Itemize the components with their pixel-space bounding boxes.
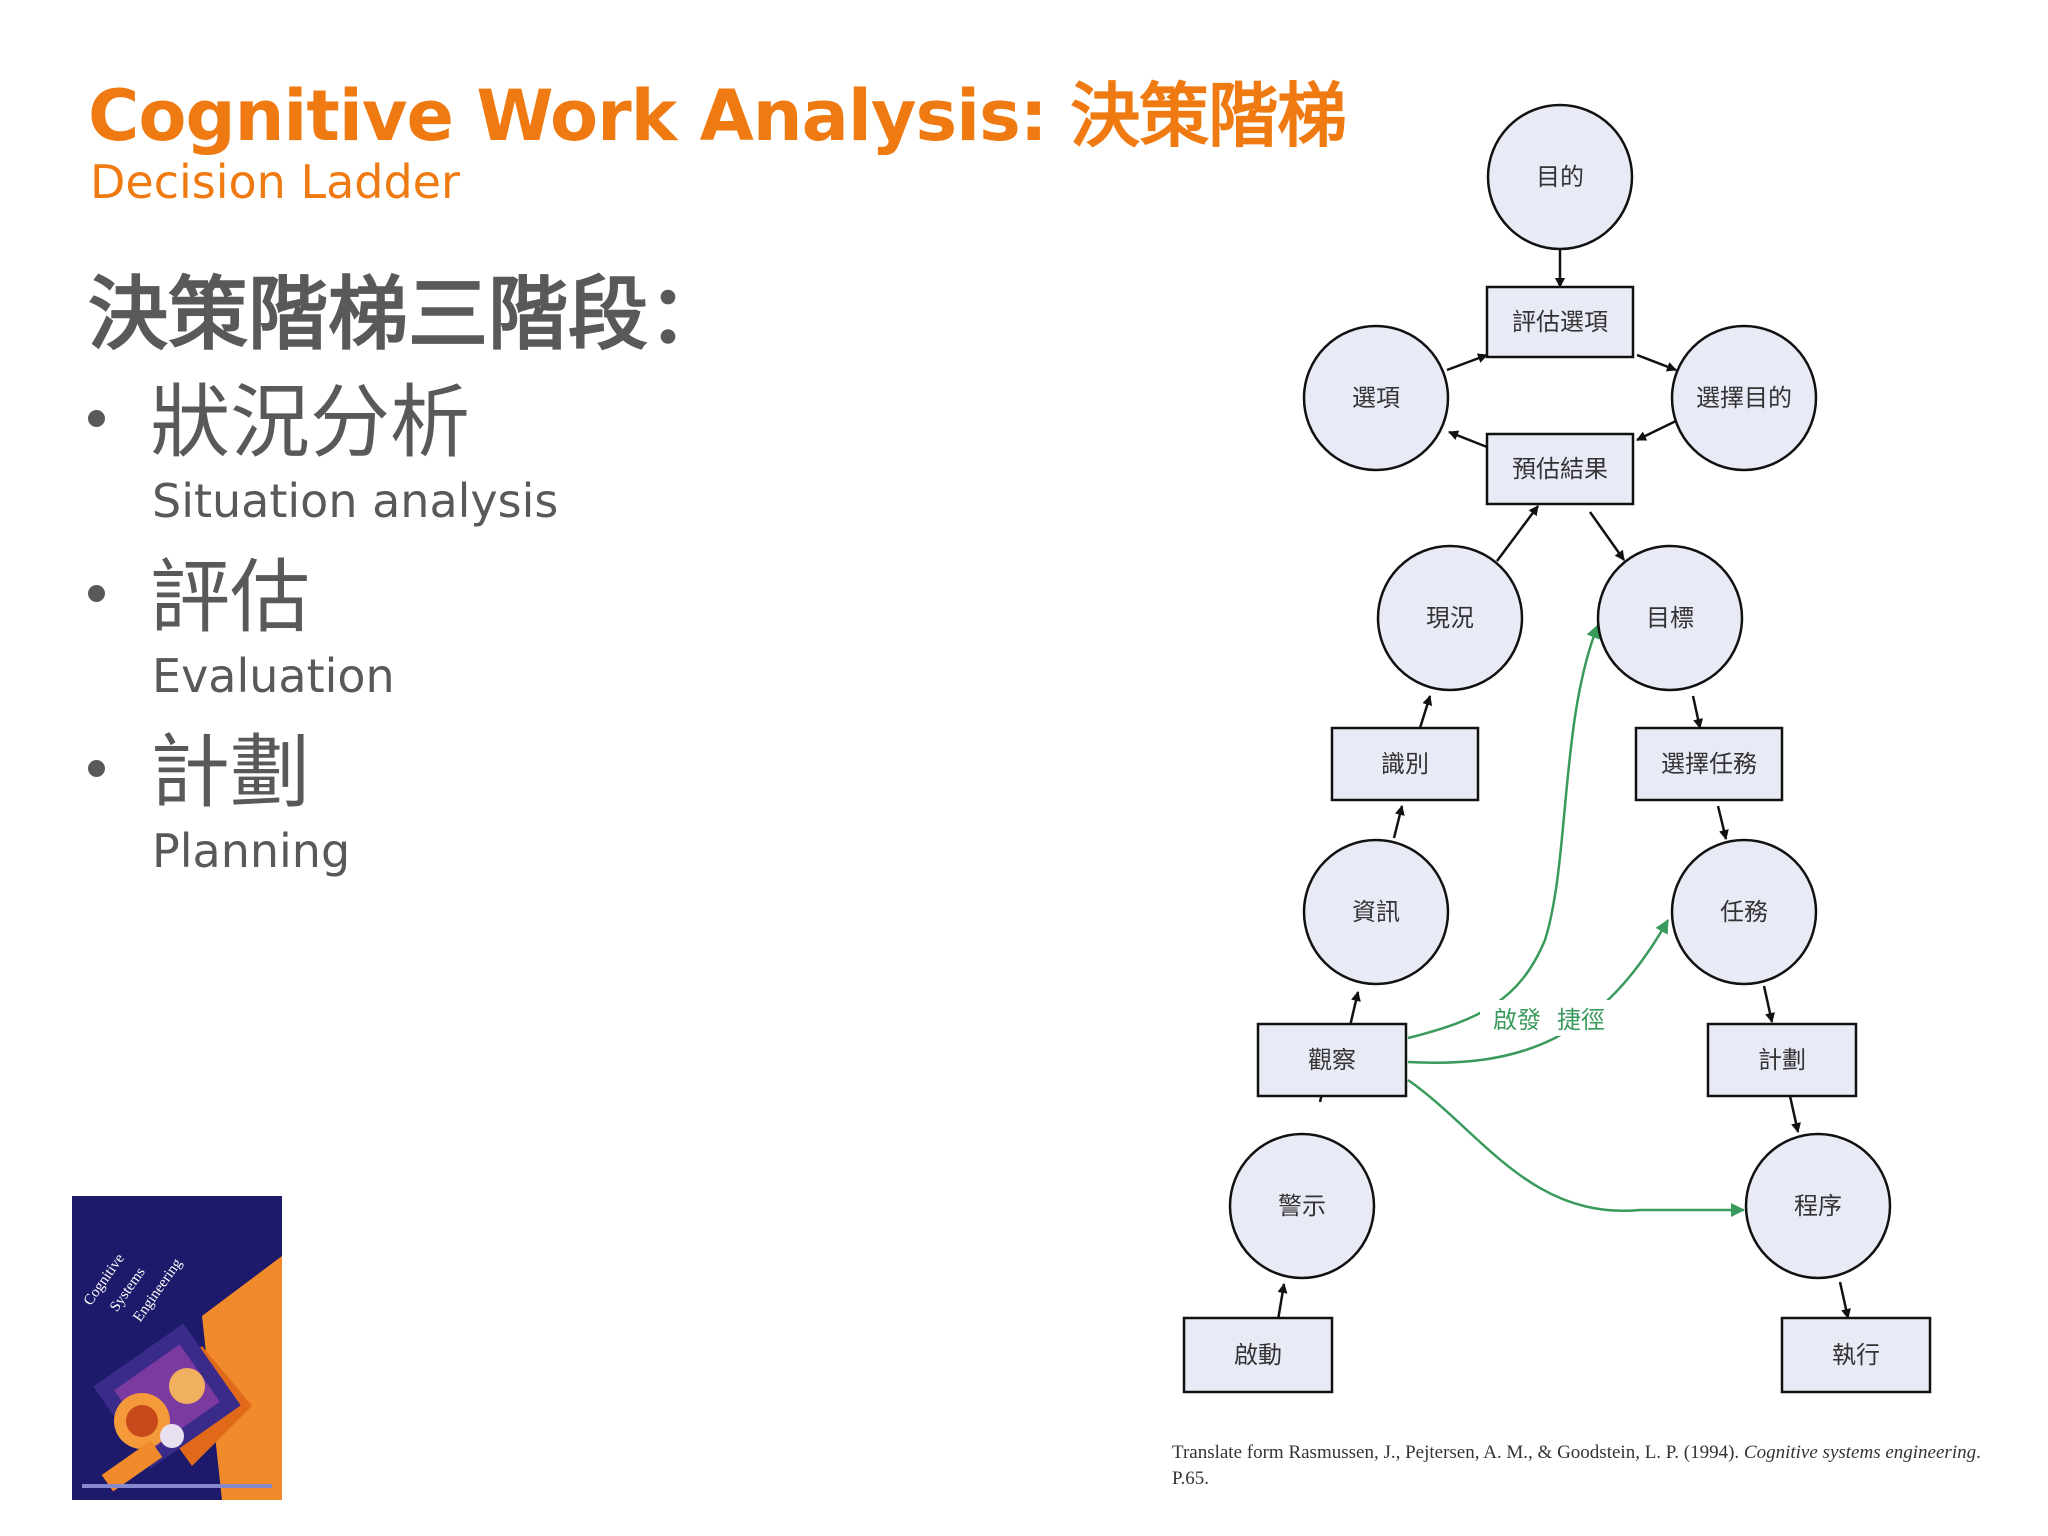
node-task: 任務 xyxy=(1670,838,1818,986)
svg-text:選擇目的: 選擇目的 xyxy=(1696,384,1792,412)
node-identify: 識別 xyxy=(1330,726,1480,802)
svg-text:觀察: 觀察 xyxy=(1308,1046,1356,1074)
slide-title: Cognitive Work Analysis: 決策階梯 xyxy=(88,75,1347,157)
bullet-dot-icon xyxy=(88,760,105,777)
svg-text:警示: 警示 xyxy=(1278,1192,1326,1220)
node-alert: 警示 xyxy=(1228,1132,1376,1280)
bullet-en: Situation analysis xyxy=(152,474,559,528)
node-target: 目標 xyxy=(1596,544,1744,692)
svg-text:執行: 執行 xyxy=(1832,1341,1880,1369)
flow-arrows xyxy=(1276,250,1851,1321)
svg-text:啟動: 啟動 xyxy=(1234,1341,1282,1369)
svg-text:識別: 識別 xyxy=(1381,750,1429,778)
node-state: 現況 xyxy=(1376,544,1524,692)
node-execute: 執行 xyxy=(1780,1316,1932,1394)
node-options: 選項 xyxy=(1302,324,1450,472)
slide-subtitle: Decision Ladder xyxy=(90,155,460,209)
citation-caption: Translate form Rasmussen, J., Pejtersen,… xyxy=(1172,1440,1992,1492)
bullet-zh: 狀況分析 xyxy=(150,376,470,469)
bullet-en: Evaluation xyxy=(152,649,395,703)
svg-text:目的: 目的 xyxy=(1536,163,1584,191)
node-procedure: 程序 xyxy=(1744,1132,1892,1280)
citation-book-title: Cognitive systems engineering xyxy=(1743,1442,1977,1463)
bullet-en: Planning xyxy=(152,824,351,878)
shortcut-label-shortcut: 捷徑 xyxy=(1557,1006,1605,1034)
svg-text:任務: 任務 xyxy=(1720,898,1768,926)
svg-text:程序: 程序 xyxy=(1794,1192,1842,1220)
svg-text:計劃: 計劃 xyxy=(1758,1046,1806,1074)
book-cover-image: Cognitive Systems Engineering xyxy=(72,1196,282,1500)
node-evaluate-options: 評估選項 xyxy=(1485,285,1635,359)
node-observe: 觀察 xyxy=(1256,1022,1408,1098)
node-information: 資訊 xyxy=(1302,838,1450,986)
bullet-zh: 計劃 xyxy=(150,726,310,819)
citation-text: Translate form Rasmussen, J., Pejtersen,… xyxy=(1172,1442,1744,1463)
node-plan: 計劃 xyxy=(1706,1022,1858,1098)
bullet-dot-icon xyxy=(88,410,105,427)
bullet-dot-icon xyxy=(88,585,105,602)
svg-text:選項: 選項 xyxy=(1352,384,1400,412)
citation-page: . P.65. xyxy=(1172,1442,1981,1489)
shortcut-label-bg xyxy=(1480,1000,1620,1036)
node-choose-goal: 選擇目的 xyxy=(1670,324,1818,472)
node-goal: 目的 xyxy=(1486,103,1634,251)
svg-text:現況: 現況 xyxy=(1426,604,1474,632)
section-heading: 決策階梯三階段： xyxy=(88,268,728,361)
svg-text:資訊: 資訊 xyxy=(1352,898,1400,926)
bullet-zh: 評估 xyxy=(150,551,310,644)
heuristic-shortcut-arrows xyxy=(1407,624,1745,1218)
shortcut-label-heuristic: 啟發 xyxy=(1493,1006,1541,1034)
svg-text:選擇任務: 選擇任務 xyxy=(1661,750,1757,778)
svg-text:預估結果: 預估結果 xyxy=(1512,455,1608,483)
svg-text:目標: 目標 xyxy=(1646,604,1694,632)
node-predict-results: 預估結果 xyxy=(1485,432,1635,506)
node-activate: 啟動 xyxy=(1182,1316,1334,1394)
svg-text:評估選項: 評估選項 xyxy=(1512,308,1608,336)
node-select-task: 選擇任務 xyxy=(1634,726,1784,802)
